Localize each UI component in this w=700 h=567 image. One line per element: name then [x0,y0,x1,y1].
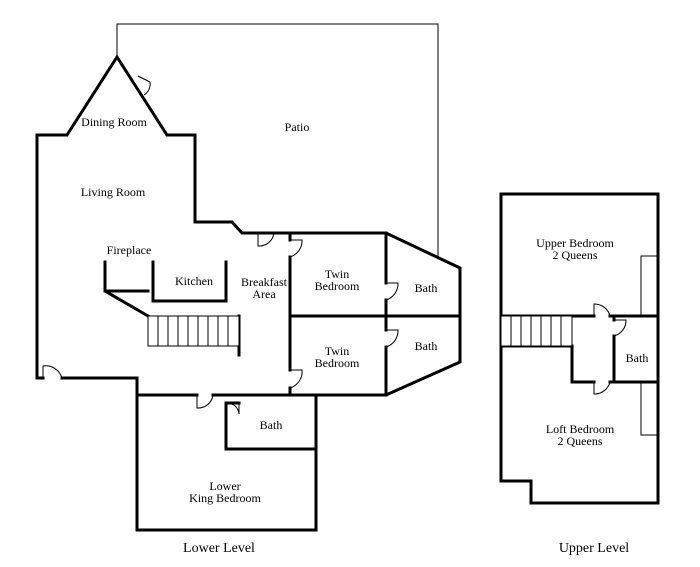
upper-outer-wall [499,192,660,505]
main-outer-wall [35,54,292,380]
label-lower-level: Lower Level [183,541,255,556]
label-twin-bedroom-1-line1: Twin [325,267,350,281]
label-loft-bedroom-line2: 2 Queens [558,434,603,448]
label-bath-2: Bath [415,339,438,353]
label-bath-upper: Bath [626,351,649,365]
label-lower-king-line1: Lower [209,479,240,493]
label-twin-bedroom-2-line2: Bedroom [315,356,360,370]
label-fireplace: Fireplace [107,243,152,257]
label-loft-bedroom-line1: Loft Bedroom [546,422,615,436]
label-bath-1: Bath [415,281,438,295]
upper-stairs [500,315,573,347]
kitchen-counter [151,260,228,303]
label-upper-level: Upper Level [559,541,629,556]
label-patio: Patio [285,120,310,134]
label-kitchen: Kitchen [175,274,213,288]
label-bath-lower: Bath [260,418,283,432]
label-living-room: Living Room [81,185,146,199]
label-lower-king-line2: King Bedroom [189,491,261,505]
label-breakfast-line2: Area [252,287,276,301]
label-dining-room: Dining Room [81,115,147,129]
label-upper-bedroom-line2: 2 Queens [553,248,598,262]
fireplace-wall [103,260,151,319]
label-twin-bedroom-1-line2: Bedroom [315,279,360,293]
lower-stairs [147,315,240,347]
lower-level-plan [35,54,462,532]
upper-doors [593,303,627,395]
bedroom-block-wall [288,231,462,397]
lower-doors [42,75,399,415]
label-breakfast-line1: Breakfast [241,275,288,289]
label-upper-bedroom-line1: Upper Bedroom [536,236,614,250]
lower-bath-wall [224,401,318,451]
lower-king-bedroom-wall [135,376,318,532]
patio-outline [116,23,439,257]
label-twin-bedroom-2-line1: Twin [325,344,350,358]
